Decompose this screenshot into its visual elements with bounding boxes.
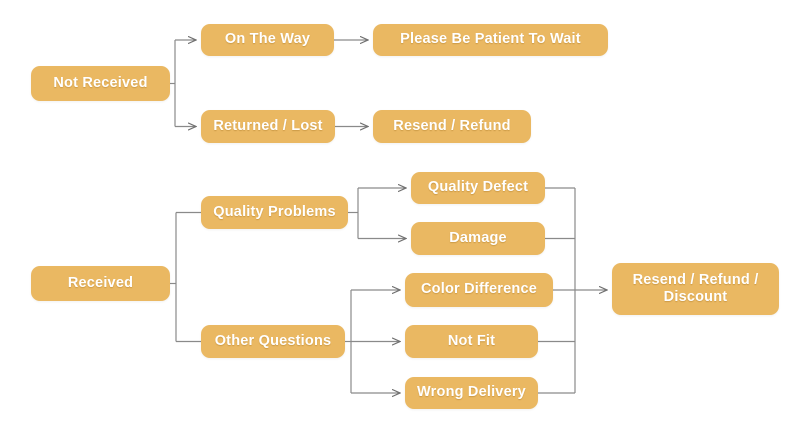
node-returned-lost[interactable]: Returned / Lost bbox=[201, 110, 335, 143]
node-resend-refund-discount-text: Resend / Refund / Discount bbox=[633, 272, 759, 306]
node-resend-refund-discount[interactable]: Resend / Refund / Discount bbox=[612, 263, 779, 315]
node-damage[interactable]: Damage bbox=[411, 222, 545, 255]
node-please-be-patient-to-wait[interactable]: Please Be Patient To Wait bbox=[373, 24, 608, 56]
node-quality-problems[interactable]: Quality Problems bbox=[201, 196, 348, 229]
node-not-fit[interactable]: Not Fit bbox=[405, 325, 538, 358]
node-quality-defect[interactable]: Quality Defect bbox=[411, 172, 545, 204]
node-on-the-way[interactable]: On The Way bbox=[201, 24, 334, 56]
node-resend-refund[interactable]: Resend / Refund bbox=[373, 110, 531, 143]
node-received[interactable]: Received bbox=[31, 266, 170, 301]
node-label-line-2: Discount bbox=[663, 289, 728, 305]
node-not-received[interactable]: Not Received bbox=[31, 66, 170, 101]
node-wrong-delivery[interactable]: Wrong Delivery bbox=[405, 377, 538, 409]
node-other-questions[interactable]: Other Questions bbox=[201, 325, 345, 358]
node-color-difference[interactable]: Color Difference bbox=[405, 273, 553, 307]
node-label-line-1: Resend / Refund / bbox=[632, 271, 759, 288]
